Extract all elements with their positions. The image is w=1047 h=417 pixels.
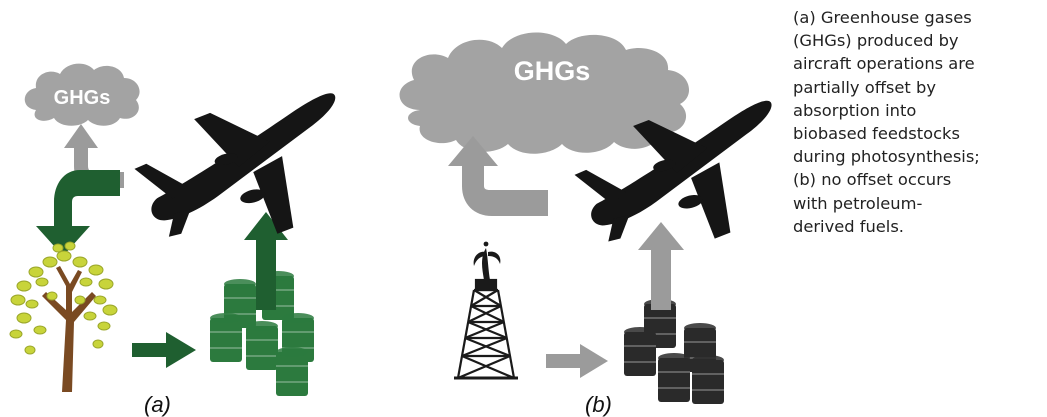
oil-derrick-icon xyxy=(454,278,518,380)
oil-gusher-icon xyxy=(473,241,501,280)
petroleum-barrels-icon xyxy=(623,298,725,405)
panel-a-label: (a) xyxy=(144,392,171,417)
caption-line: (b) no offset occurs xyxy=(793,170,952,190)
absorption-arrow-a xyxy=(36,170,120,256)
caption-line: (a) Greenhouse gases xyxy=(793,8,972,27)
caption-line: aircraft operations are xyxy=(793,54,975,74)
ghg-cloud-a: GHGs xyxy=(24,63,140,126)
caption-line: derived fuels. xyxy=(793,216,904,236)
ghg-cloud-b-label: GHGs xyxy=(514,56,591,86)
caption-line: partially offset by xyxy=(793,77,936,97)
feedstock-arrow-a xyxy=(132,332,196,368)
ghg-cloud-b: GHGs xyxy=(399,32,690,154)
figure-caption: (a) Greenhouse gases (GHGs) produced by … xyxy=(793,6,1045,238)
caption-line: (GHGs) produced by xyxy=(793,31,959,51)
panel-b-label: (b) xyxy=(585,392,612,417)
caption-line: with petroleum- xyxy=(793,193,923,213)
panel-b: GHGs xyxy=(399,32,800,417)
caption-line: absorption into xyxy=(793,100,917,120)
emission-arrow-b xyxy=(448,136,548,216)
caption-line: during photosynthesis; xyxy=(793,147,980,167)
crude-arrow-b xyxy=(546,344,608,378)
aircraft-icon-a xyxy=(125,82,364,264)
panel-a: GHGs xyxy=(9,63,364,417)
fuel-arrow-b xyxy=(638,222,684,310)
fuel-arrow-a xyxy=(244,212,288,310)
caption-line: biobased feedstocks xyxy=(793,124,960,144)
tree-icon xyxy=(9,241,118,392)
ghg-cloud-a-label: GHGs xyxy=(54,87,111,109)
